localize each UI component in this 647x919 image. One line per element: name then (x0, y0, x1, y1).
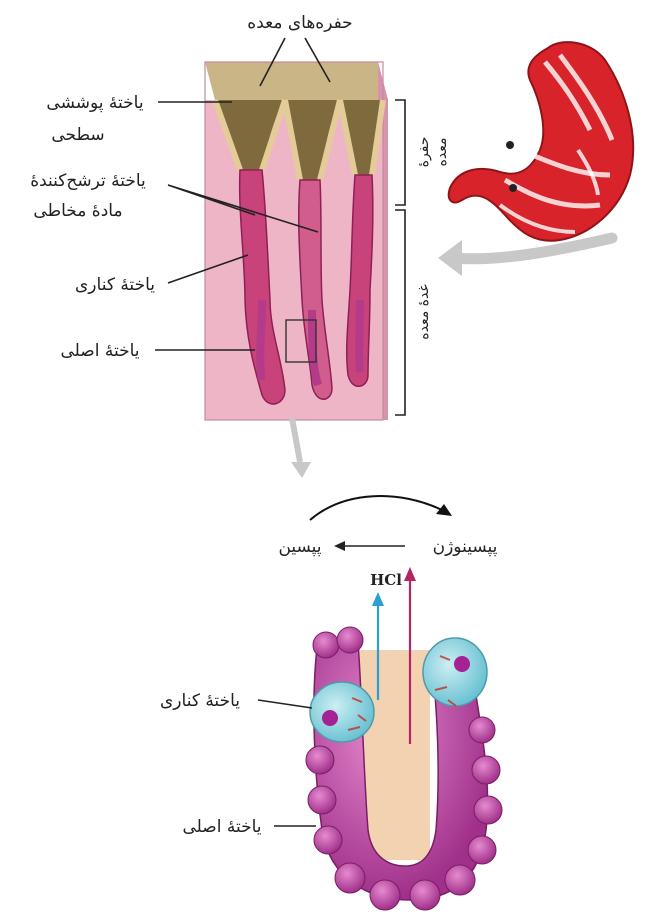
label-gastric-pit-bracket-line1: حفرهٔ (416, 137, 432, 168)
label-surface-mucous-cell-line2: سطحی (51, 125, 104, 145)
detail-pointer-arrow (292, 418, 300, 462)
label-surface-mucous-cell-line1: یاختهٔ پوششی (46, 93, 143, 113)
label-hcl: HCl (370, 571, 402, 589)
label-chief-cell-bottom: یاختهٔ اصلی (182, 817, 261, 837)
label-chief-cell-top: یاختهٔ اصلی (60, 341, 139, 361)
label-parietal-cell-top: یاختهٔ کناری (75, 275, 155, 295)
label-gastric-gland-bracket: غدهٔ معده (416, 284, 432, 339)
label-gastric-pit-bracket-line2: معده (434, 138, 450, 167)
autocatalysis-arc-head (436, 504, 452, 516)
stomach-illustration (449, 42, 633, 241)
label-mucus-secreting-cell-line2: مادهٔ مخاطی (33, 201, 122, 221)
gland-detail (306, 567, 502, 910)
zoom-pointer-arrow-head (438, 240, 462, 276)
label-pepsin: پپسین (278, 537, 321, 557)
label-pepsinogen: پپسینوژن (433, 537, 498, 557)
detail-pointer-arrow-head (291, 462, 311, 478)
label-mucus-secreting-cell-line1: یاختهٔ ترشح‌کنندهٔ (30, 171, 146, 191)
leader-parietal-cell-bottom (258, 700, 312, 708)
zoom-pointer-arrow (455, 238, 612, 259)
conversion-arrow-head (334, 541, 345, 551)
depth-bracket (395, 100, 405, 415)
autocatalysis-arc (310, 496, 442, 520)
label-parietal-cell-bottom: یاختهٔ کناری (160, 691, 240, 711)
gastric-wall-block (205, 62, 388, 420)
label-gastric-pits: حفره‌های معده (247, 13, 352, 33)
